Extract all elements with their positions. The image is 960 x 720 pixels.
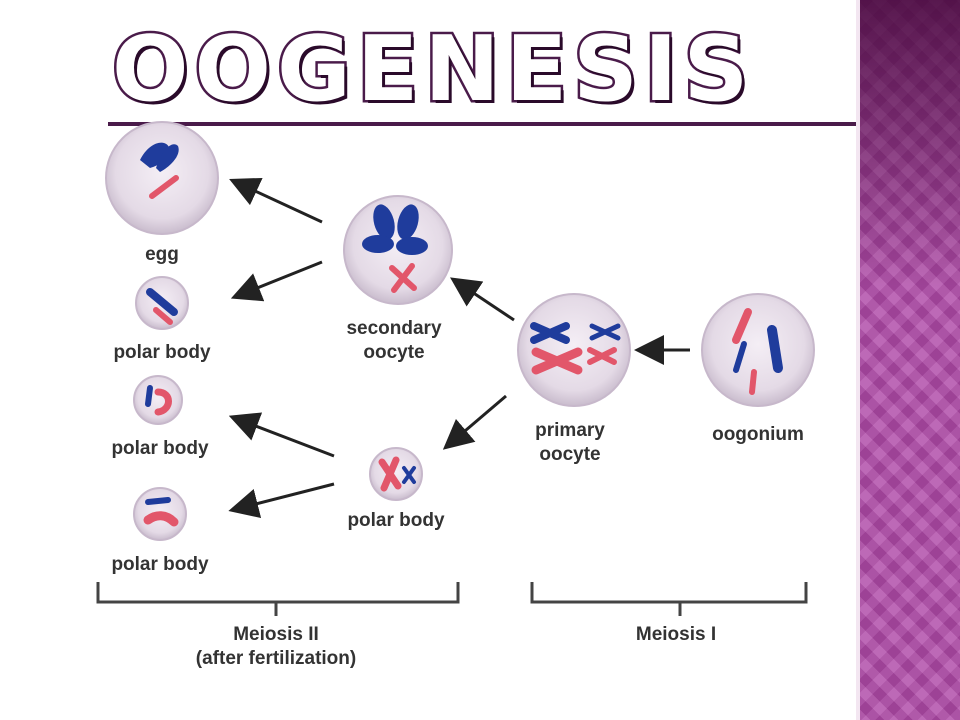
- arrow-to-polar-body-2: [228, 412, 335, 458]
- label-polar-body-2: polar body: [111, 438, 209, 459]
- meiosis-1-bracket: [530, 582, 808, 616]
- arrow-to-polar-body-meiosis-1: [442, 394, 507, 450]
- arrow-to-secondary-oocyte: [450, 277, 515, 322]
- title-underline: [108, 122, 856, 126]
- polar-body-cell-meiosis-1: [369, 447, 423, 501]
- label-oogonium: oogonium: [712, 424, 804, 445]
- decorative-side-panel: [856, 0, 960, 720]
- label-egg: egg: [145, 244, 179, 265]
- arrow-to-polar-body-1: [230, 260, 323, 302]
- page-title: OOGENESIS: [110, 17, 755, 122]
- oogonium-cell: [701, 293, 815, 407]
- label-polar-body-1: polar body: [113, 342, 211, 363]
- arrows: [228, 177, 690, 519]
- label-secondary: secondary: [346, 318, 441, 339]
- label-meiosis-1: Meiosis I: [636, 624, 716, 645]
- arrow-to-polar-body-3: [228, 482, 335, 519]
- primary-oocyte-cell: [517, 293, 631, 407]
- label-after-fertilization: (after fertilization): [196, 648, 356, 669]
- label-secondary-oocyte: oocyte: [363, 342, 424, 363]
- label-meiosis-2: Meiosis II: [233, 624, 319, 645]
- meiosis-2-bracket: [96, 582, 460, 616]
- label-primary: primary: [535, 420, 605, 441]
- secondary-oocyte-cell: [343, 195, 453, 305]
- egg-cell: [105, 121, 219, 235]
- label-primary-oocyte: oocyte: [539, 444, 600, 465]
- label-polar-body-3: polar body: [111, 554, 209, 575]
- polar-body-cell-2: [133, 375, 183, 425]
- polar-body-cell-1: [135, 276, 189, 330]
- polar-body-cell-3: [133, 487, 187, 541]
- arrow-to-egg: [229, 177, 323, 224]
- label-polar-body-meiosis-1: polar body: [347, 510, 445, 531]
